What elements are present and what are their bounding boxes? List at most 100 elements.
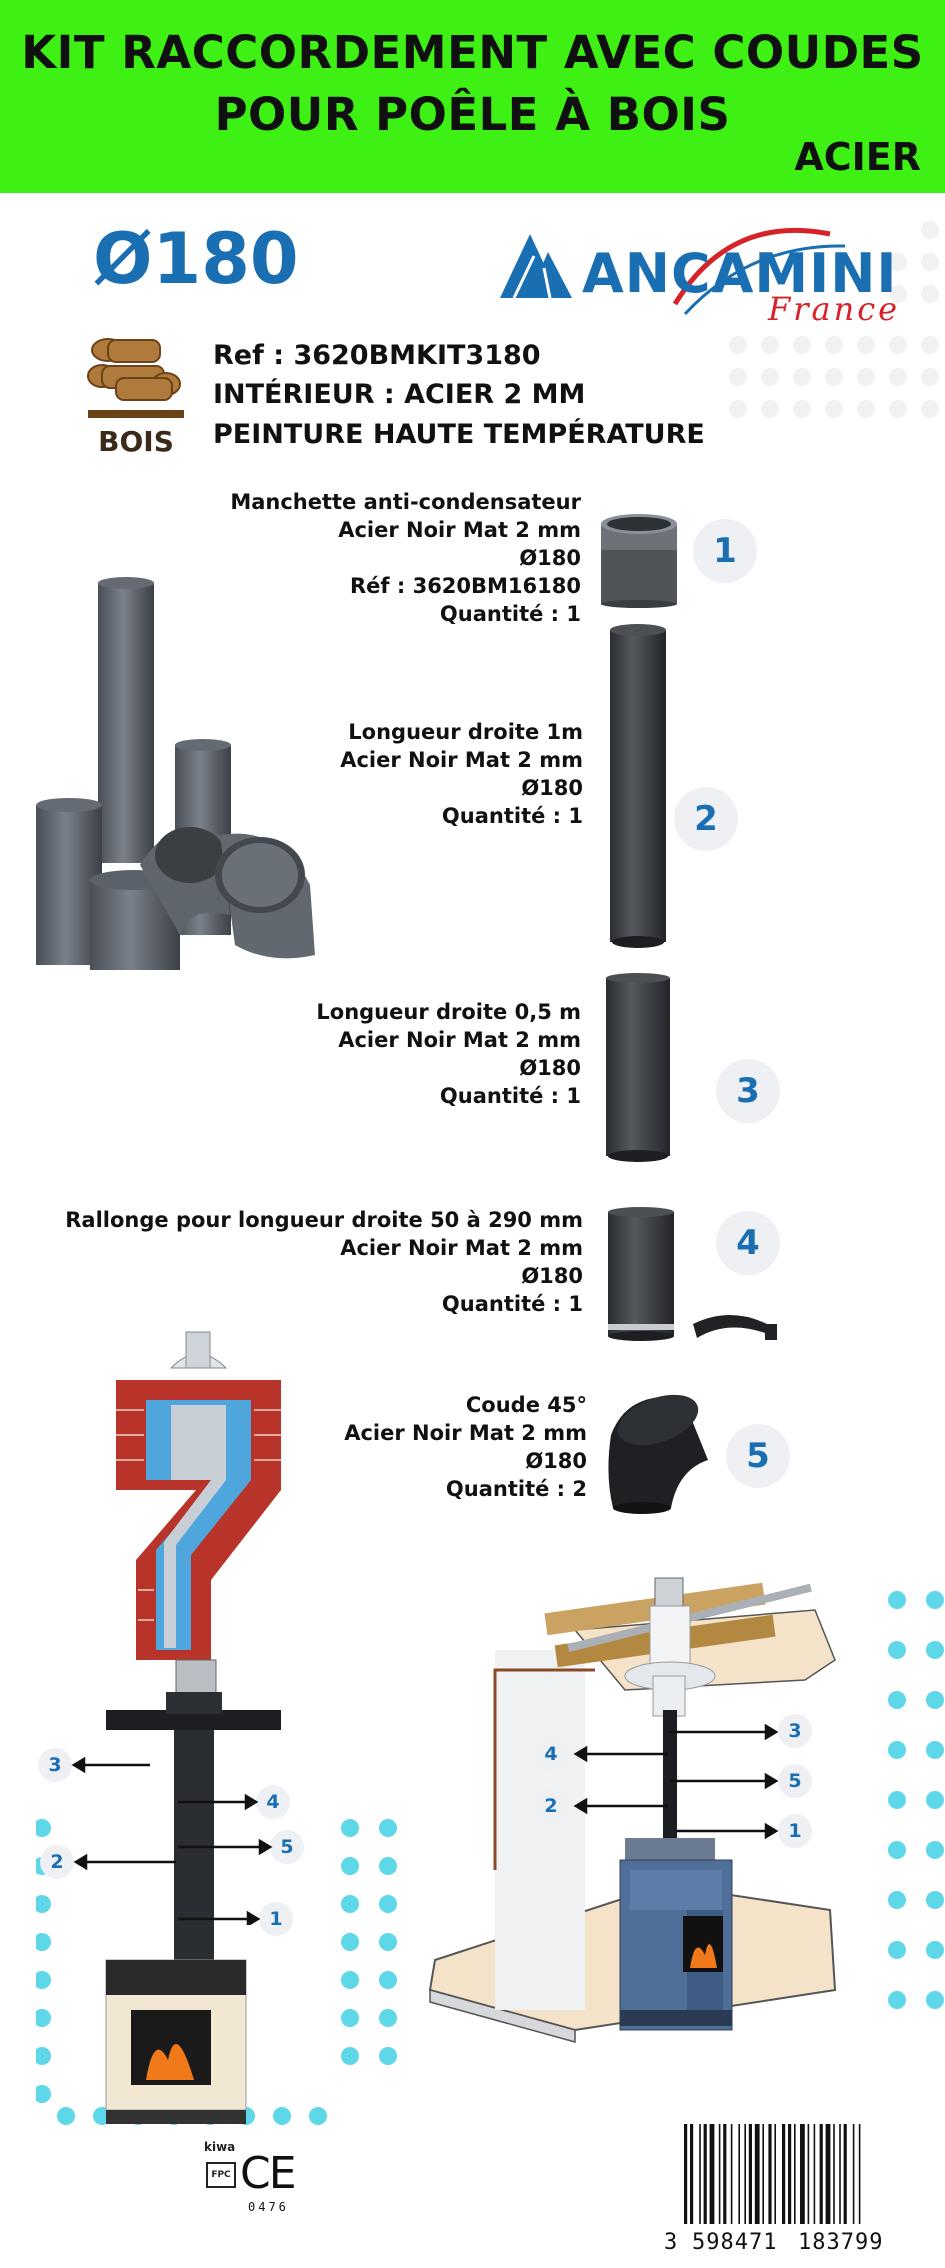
right-callout-3: 3 — [778, 1714, 812, 1748]
item-5-number: 5 — [726, 1424, 790, 1488]
brand-mountain-icon — [500, 234, 572, 299]
left-callout-4: 4 — [256, 1785, 290, 1819]
right-callout-1: 1 — [778, 1814, 812, 1848]
fuel-label: BOIS — [98, 425, 174, 458]
barcode-bar — [703, 2124, 707, 2224]
brand-swoosh-icon — [672, 227, 846, 316]
item-2-image — [610, 624, 666, 948]
right-callout-5: 5 — [778, 1764, 812, 1798]
right-callout-2: 2 — [534, 1789, 568, 1823]
barcode-bar — [738, 2124, 740, 2224]
item-4-diameter: Ø180 — [521, 1264, 583, 1288]
notified-body-number: 0476 — [248, 2200, 289, 2214]
left-callout-1: 1 — [259, 1902, 293, 1936]
item-3-name: Longueur droite 0,5 m — [316, 1000, 581, 1024]
item-4-quantity: Quantité : 1 — [441, 1292, 583, 1316]
item-4-description: Rallonge pour longueur droite 50 à 290 m… — [65, 1206, 583, 1318]
barcode-bar — [839, 2124, 841, 2224]
kit-overview-image — [36, 577, 315, 970]
item-2-material: Acier Noir Mat 2 mm — [340, 748, 583, 772]
barcode-bar — [699, 2124, 701, 2224]
barcode-first-digit: 3 — [664, 2230, 678, 2255]
barcode-bar — [825, 2124, 831, 2224]
item-4-number: 4 — [716, 1211, 780, 1275]
item-1-name: Manchette anti-condensateur — [230, 490, 581, 514]
barcode-bar — [833, 2124, 835, 2224]
item-2-quantity: Quantité : 1 — [441, 804, 583, 828]
barcode — [684, 2124, 861, 2224]
item-3-quantity: Quantité : 1 — [439, 1084, 581, 1108]
barcode-bar — [748, 2124, 752, 2224]
item-4-material: Acier Noir Mat 2 mm — [340, 1236, 583, 1260]
fpc-badge: FPC — [206, 2162, 236, 2188]
barcode-bar — [782, 2124, 786, 2224]
barcode-bar — [788, 2124, 792, 2224]
right-callout-arrows — [573, 1723, 779, 1840]
item-5-image — [608, 1394, 708, 1514]
item-4-name: Rallonge pour longueur droite 50 à 290 m… — [65, 1208, 583, 1232]
item-3-diameter: Ø180 — [519, 1056, 581, 1080]
material-label: ACIER — [794, 135, 921, 179]
diameter-label: Ø180 — [93, 218, 299, 300]
banner-title-line2: POUR POÊLE À BOIS — [214, 88, 731, 141]
item-2-diameter: Ø180 — [521, 776, 583, 800]
item-3-image — [606, 973, 670, 1162]
item-5-material: Acier Noir Mat 2 mm — [344, 1421, 587, 1445]
left-callout-2: 2 — [40, 1845, 74, 1879]
item-4-image — [608, 1207, 777, 1341]
barcode-bar — [730, 2124, 733, 2224]
barcode-group-1: 598471 — [692, 2230, 778, 2255]
item-5-diameter: Ø180 — [525, 1449, 587, 1473]
item-5-quantity: Quantité : 2 — [445, 1477, 587, 1501]
brand-country: France — [768, 290, 901, 328]
item-3-number: 3 — [716, 1059, 780, 1123]
left-callout-5: 5 — [270, 1830, 304, 1864]
barcode-bar — [819, 2124, 823, 2224]
certification-marks: kiwa FPC CE 0476 — [204, 2140, 309, 2215]
item-5-name: Coude 45° — [465, 1393, 587, 1417]
header-banner: KIT RACCORDEMENT AVEC COUDES POUR POÊLE … — [0, 0, 945, 193]
item-2-name: Longueur droite 1m — [348, 720, 583, 744]
interior-material: INTÉRIEUR : ACIER 2 MM — [213, 379, 586, 410]
item-2-number: 2 — [674, 787, 738, 851]
brand-name: ANCAMINI — [582, 242, 898, 305]
barcode-bar — [684, 2124, 688, 2224]
barcode-bar — [852, 2124, 855, 2224]
barcode-bar — [723, 2124, 727, 2224]
ce-mark: CE — [240, 2148, 297, 2199]
right-installation-diagram — [428, 1577, 944, 2043]
item-1-image — [601, 514, 677, 608]
barcode-bar — [744, 2124, 746, 2224]
barcode-bar — [718, 2124, 721, 2224]
item-1-quantity: Quantité : 1 — [439, 602, 581, 626]
barcode-bar — [768, 2124, 772, 2224]
barcode-bar — [807, 2124, 810, 2224]
barcode-bar — [843, 2124, 847, 2224]
barcode-bar — [800, 2124, 805, 2224]
paint-spec: PEINTURE HAUTE TEMPÉRATURE — [213, 419, 705, 450]
barcode-bar — [858, 2124, 861, 2224]
barcode-group-2: 183799 — [798, 2230, 884, 2255]
left-callout-arrows — [71, 1756, 273, 1925]
barcode-bar — [762, 2124, 764, 2224]
banner-title-line1: KIT RACCORDEMENT AVEC COUDES — [21, 26, 924, 79]
item-1-description: Manchette anti-condensateur Acier Noir M… — [230, 488, 581, 628]
dot-pattern-decoration — [729, 221, 939, 418]
left-callout-3: 3 — [38, 1748, 72, 1782]
barcode-bar — [690, 2124, 694, 2224]
barcode-bar — [754, 2124, 760, 2224]
right-callout-4: 4 — [534, 1737, 568, 1771]
item-2-description: Longueur droite 1m Acier Noir Mat 2 mm Ø… — [340, 718, 583, 830]
item-3-description: Longueur droite 0,5 m Acier Noir Mat 2 m… — [316, 998, 581, 1110]
product-ref: Ref : 3620BMKIT3180 — [213, 340, 541, 371]
item-3-material: Acier Noir Mat 2 mm — [338, 1028, 581, 1052]
barcode-bar — [813, 2124, 816, 2224]
kiwa-label: kiwa — [204, 2140, 236, 2154]
wood-fuel-badge: BOIS — [86, 328, 186, 468]
wood-logs-icon — [87, 338, 184, 418]
left-installation-diagram — [36, 1331, 397, 2125]
brand-logo: ANCAMINI France — [500, 222, 910, 332]
item-1-diameter: Ø180 — [519, 546, 581, 570]
item-1-material: Acier Noir Mat 2 mm — [338, 518, 581, 542]
item-1-number: 1 — [693, 519, 757, 583]
